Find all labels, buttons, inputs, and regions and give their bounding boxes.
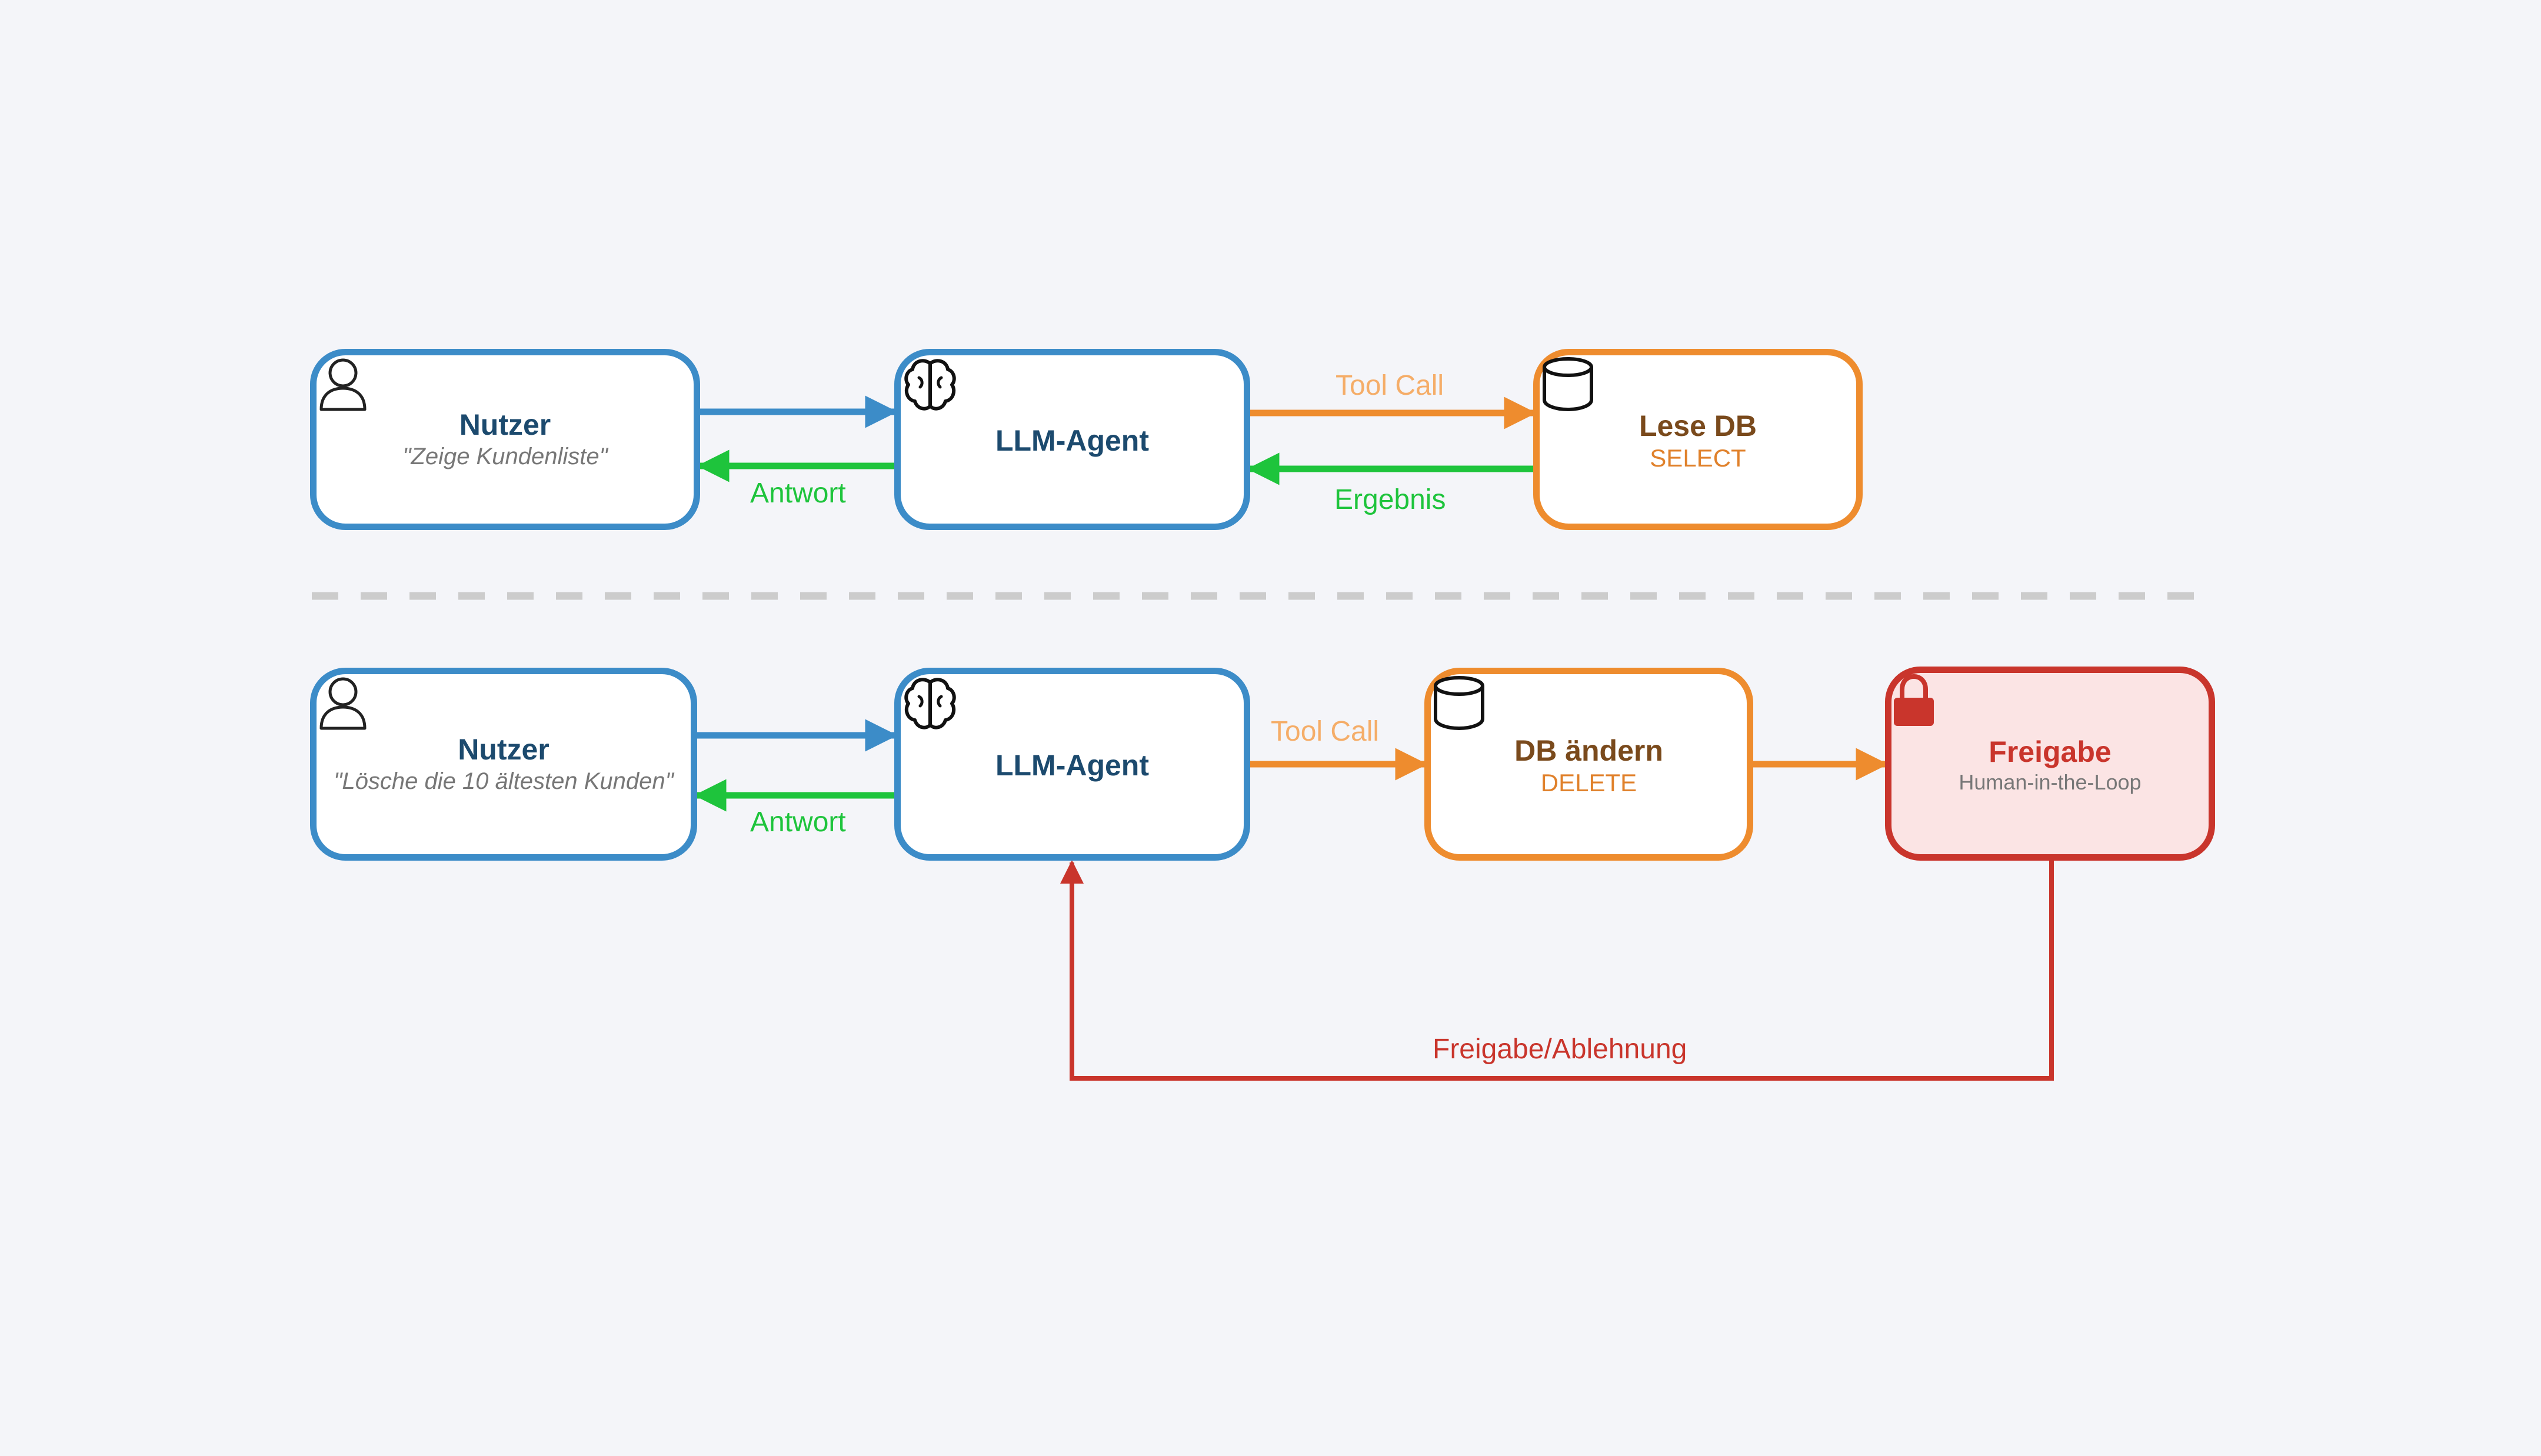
bottom-user-node: Nutzer "Lösche die 10 ältesten Kunden" (310, 668, 697, 861)
db-operation: SELECT (1650, 444, 1746, 472)
bottom-agent-node: LLM-Agent (894, 668, 1250, 861)
user-title: Nutzer (458, 733, 550, 766)
db-title: DB ändern (1514, 734, 1663, 767)
top-result-label: Ergebnis (1334, 484, 1446, 515)
approval-node: Freigabe Human-in-the-Loop (1885, 667, 2215, 861)
top-response-label: Antwort (750, 478, 846, 509)
bottom-response-label: Antwort (750, 807, 846, 838)
top-agent-node: LLM-Agent (894, 349, 1250, 530)
brain-icon (904, 678, 956, 729)
top-tool-call-label: Tool Call (1336, 370, 1444, 401)
user-request-quote: "Zeige Kundenliste" (402, 444, 608, 469)
person-icon (319, 677, 367, 730)
approval-subtitle: Human-in-the-Loop (1959, 770, 2142, 794)
top-user-node: Nutzer "Zeige Kundenliste" (310, 349, 700, 530)
brain-icon (904, 359, 956, 411)
approval-decision-label: Freigabe/Ablehnung (1433, 1034, 1687, 1065)
lock-icon (1894, 674, 1934, 726)
bottom-db-node: DB ändern DELETE (1424, 668, 1753, 861)
user-title: Nutzer (459, 408, 551, 441)
person-icon (319, 358, 367, 411)
database-icon (1434, 676, 1484, 731)
top-db-node: Lese DB SELECT (1533, 349, 1863, 530)
db-operation: DELETE (1540, 769, 1637, 797)
user-request-quote: "Lösche die 10 ältesten Kunden" (334, 768, 674, 794)
agent-title: LLM-Agent (995, 749, 1150, 782)
database-icon (1543, 357, 1593, 412)
approval-feedback-arrow (1060, 860, 2054, 1081)
db-title: Lese DB (1639, 409, 1757, 442)
bottom-tool-call-label: Tool Call (1271, 716, 1380, 747)
agent-title: LLM-Agent (995, 424, 1150, 457)
approval-title: Freigabe (1989, 735, 2112, 768)
